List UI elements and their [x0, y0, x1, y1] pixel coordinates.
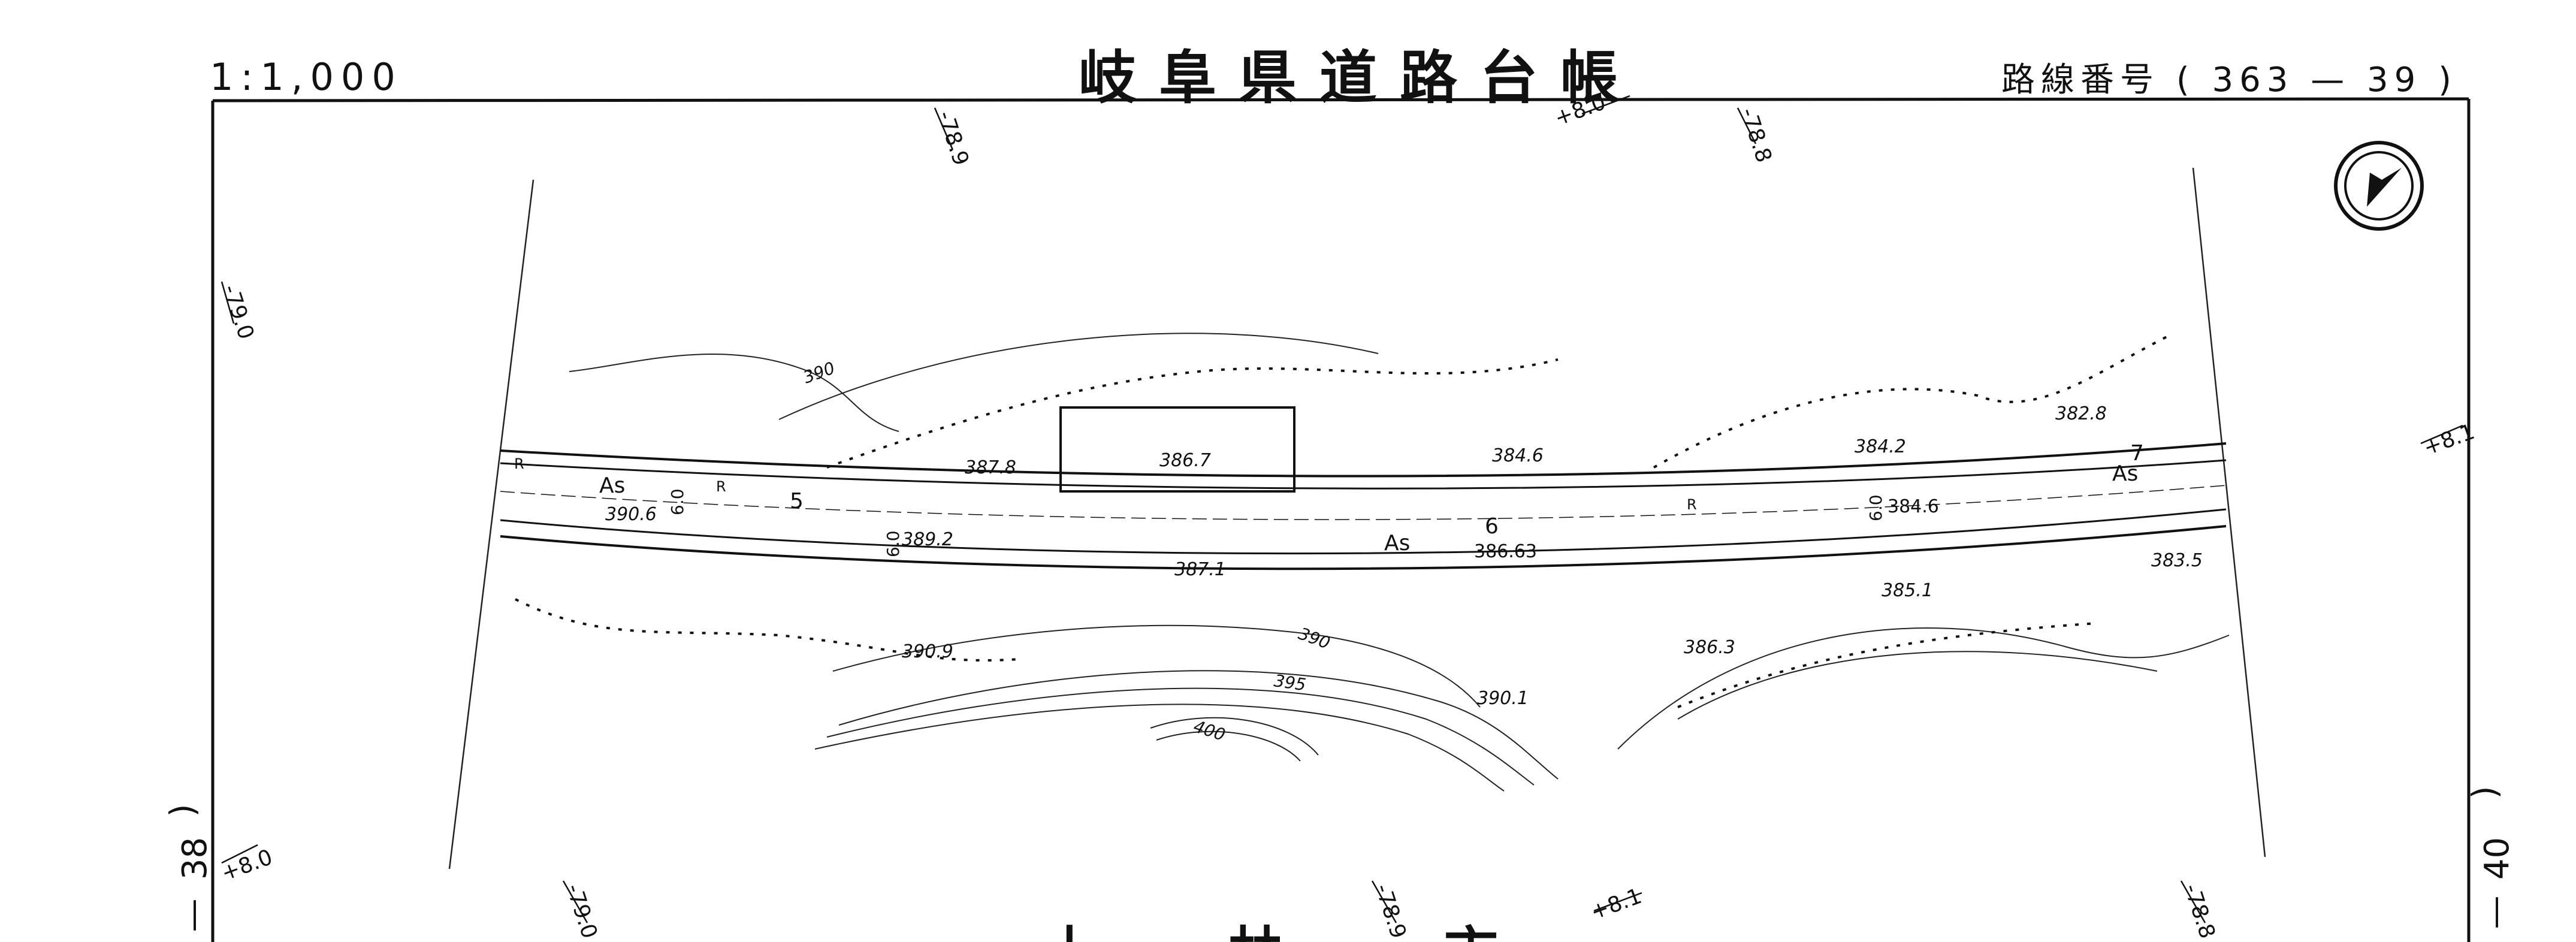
coord-top-1: -78.9	[932, 108, 973, 168]
coord-bottom-2: -78.9	[1370, 881, 1411, 941]
elevation-label: 385.1	[1882, 580, 1933, 601]
right-sheet-dash: —	[2475, 895, 2515, 929]
coord-bottom-4: -78.8	[2179, 881, 2219, 941]
map-frame	[211, 97, 2471, 942]
north-arrow-icon	[2334, 141, 2424, 231]
elevation-label: 387.8	[965, 457, 1016, 478]
slope-hatching	[515, 334, 2170, 708]
road-mark: R	[716, 478, 726, 495]
elevation-label: 386.7	[1159, 450, 1211, 471]
elevation-label: 390.9	[902, 641, 953, 662]
left-sheet-dash: —	[173, 898, 213, 932]
coord-bottom-3: +8.1	[1587, 884, 1645, 925]
municipality-char: 土	[1043, 921, 1097, 942]
elevation-label: 383.5	[2151, 550, 2203, 571]
left-sheet-ref: ) 38 —	[163, 791, 221, 941]
route-to: 39	[2367, 61, 2422, 99]
surface-label: As	[599, 473, 625, 498]
map-scale: 1:1,000	[210, 55, 403, 99]
surface-label: As	[2112, 461, 2138, 486]
coord-left-1: -79.0	[218, 282, 258, 342]
road-width: 6.0	[1866, 494, 1886, 521]
road-width: 6.0	[883, 530, 903, 557]
coord-top-3: -78.8	[1735, 105, 1776, 165]
right-sheet-paren: )	[2465, 786, 2505, 799]
elevation-label: 386.63	[1474, 541, 1537, 562]
contour-label: 400	[1191, 716, 1228, 745]
road-mark: R	[514, 455, 524, 472]
contour-label: 390	[1296, 624, 1333, 653]
coord-bottom-1: -79.0	[561, 881, 602, 941]
coord-top-2: +8.0	[1551, 90, 1609, 131]
road-lines	[500, 442, 2227, 570]
elevation-label: 384.6	[1492, 445, 1544, 466]
road-width: 6.0	[668, 488, 687, 515]
contour-label: 390	[801, 358, 838, 387]
route-number: 路線番号 ( 363 — 39 )	[2001, 53, 2457, 101]
elevation-label: 390.1	[1477, 688, 1529, 709]
elevation-label: 386.3	[1684, 637, 1735, 658]
surface-label: As	[1384, 531, 1410, 555]
station-number: 5	[790, 489, 804, 514]
elevation-label: 384.6	[1888, 496, 1939, 517]
coordinate-ticks	[221, 95, 2463, 923]
municipality-char: 市	[1444, 921, 1498, 942]
road-mark: R	[1687, 496, 1697, 513]
contour-label: 395	[1273, 671, 1307, 695]
contour-lines	[569, 333, 2230, 792]
elevation-label: 389.2	[902, 529, 953, 550]
route-dash: —	[2311, 61, 2351, 99]
route-from: 363	[2212, 61, 2294, 99]
elevation-label: 390.6	[605, 504, 657, 525]
sheet-bounds	[448, 167, 2266, 869]
station-number: 6	[1485, 514, 1499, 539]
left-sheet-paren: )	[163, 804, 203, 817]
route-close: )	[2438, 61, 2457, 99]
left-sheet-number: 38	[176, 837, 215, 880]
station-number: 7	[2130, 441, 2144, 466]
building-outline	[1059, 406, 1295, 493]
route-open: (	[2176, 61, 2196, 99]
right-sheet-number: 40	[2478, 837, 2517, 880]
route-label: 路線番号	[2001, 61, 2160, 99]
right-sheet-ref: ) 40 —	[2463, 773, 2529, 941]
elevation-label: 387.1	[1174, 559, 1226, 580]
elevation-label: 384.2	[1855, 436, 1906, 457]
municipality-char: 林	[1228, 921, 1282, 942]
elevation-label: 382.8	[2055, 403, 2107, 424]
